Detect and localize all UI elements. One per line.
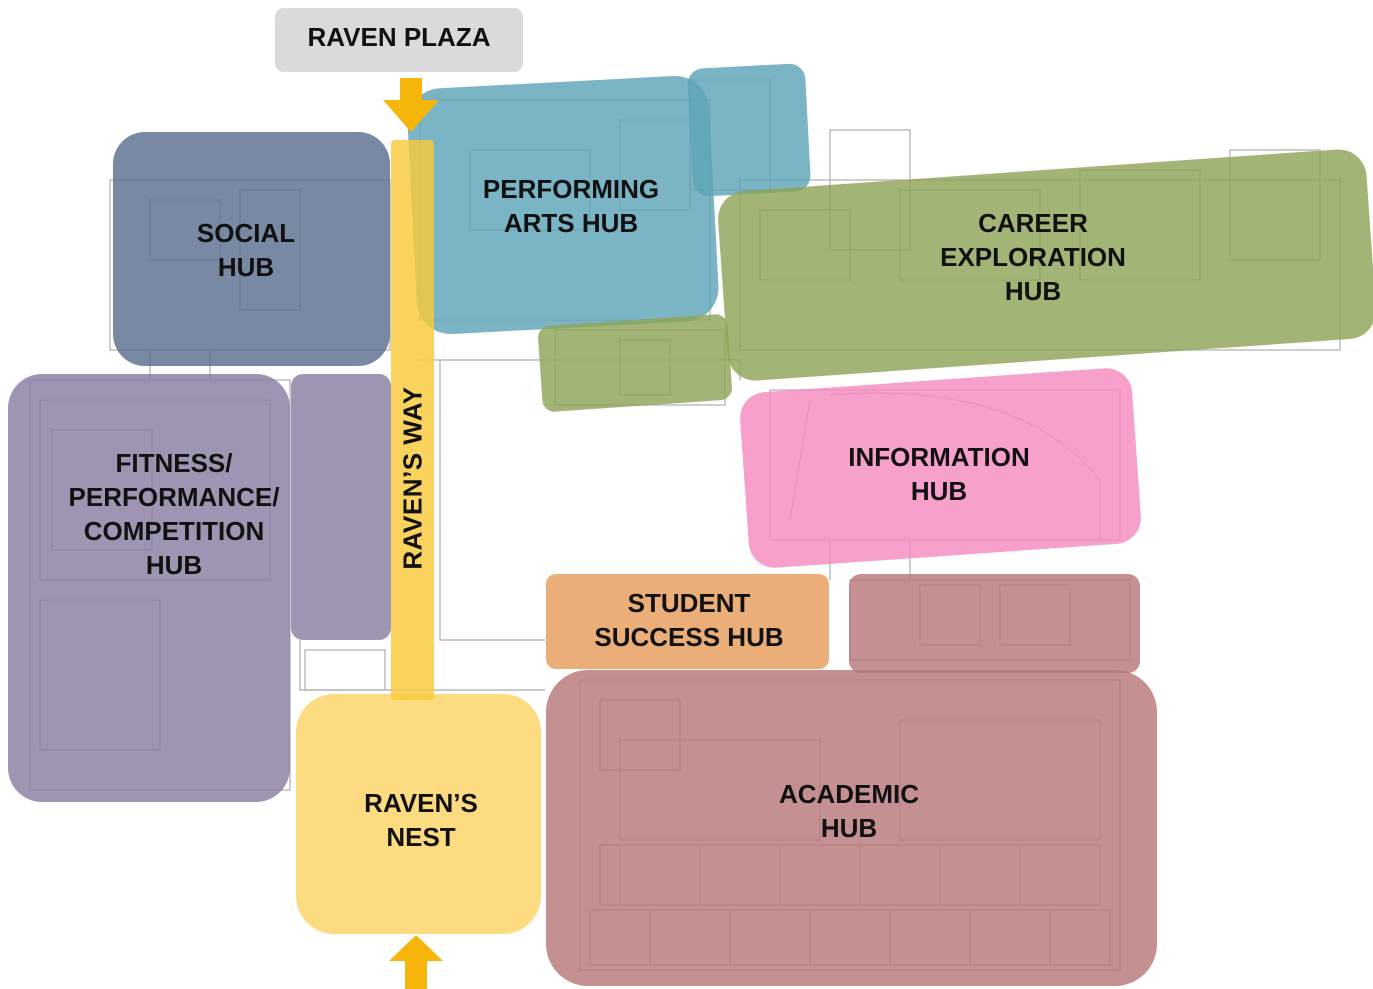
social-hub-zone [113,132,390,366]
academic-hub-main-zone [546,670,1157,986]
career-exploration-hub-wing-zone [538,314,732,412]
performing-arts-hub-main-zone [407,75,719,335]
academic-hub-annex-zone [849,574,1140,673]
performing-arts-hub-annex-zone [687,63,811,197]
entry-arrow-bottom [389,935,443,989]
entry-arrow-top [383,78,439,132]
fitness-performance-competition-hub-annex-zone [291,374,391,640]
ravens-nest-zone [296,694,541,934]
fitness-performance-competition-hub-main-zone [8,374,290,802]
information-hub-zone [740,368,1141,568]
ravens-way-walkway [391,140,434,700]
student-success-hub-zone [546,574,829,669]
career-exploration-hub-main-zone [718,149,1373,381]
raven-plaza-label: RAVEN PLAZA [275,8,523,72]
ravens-way-label: RAVEN’S WAY [397,386,428,570]
